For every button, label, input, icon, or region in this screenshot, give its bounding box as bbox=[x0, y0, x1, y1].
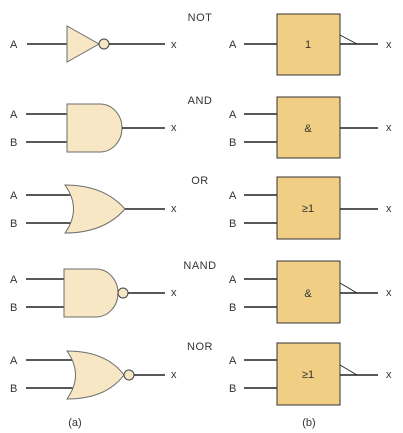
input-label-b: B bbox=[229, 218, 236, 230]
ansi-nand-gate: A B x bbox=[10, 268, 177, 318]
row-nand: NAND A B x A B & x bbox=[10, 260, 392, 324]
iec-or-gate: A B ≥1 x bbox=[229, 176, 392, 240]
title-not: NOT bbox=[188, 12, 213, 24]
iec-symbol: ≥1 bbox=[302, 203, 314, 215]
row-nor: NOR A B x A B ≥1 x bbox=[10, 341, 392, 406]
output-label: x bbox=[171, 122, 177, 134]
caption-left: (a) bbox=[68, 417, 81, 429]
input-label-b: B bbox=[229, 137, 236, 149]
ansi-not-gate: A x bbox=[10, 25, 177, 63]
nor-body bbox=[66, 350, 125, 400]
iec-nand-gate: A B & x bbox=[229, 260, 392, 324]
ansi-or-gate: A B x bbox=[10, 184, 177, 234]
title-nand: NAND bbox=[183, 260, 216, 272]
iec-nor-gate: A B ≥1 x bbox=[229, 342, 392, 406]
output-label: x bbox=[171, 369, 177, 381]
input-label-a: A bbox=[10, 355, 18, 367]
ansi-and-gate: A B x bbox=[10, 103, 177, 153]
title-or: OR bbox=[191, 175, 209, 187]
inversion-bubble bbox=[117, 287, 129, 299]
iec-not-gate: A 1 x bbox=[229, 13, 392, 76]
output-label: x bbox=[386, 369, 392, 381]
input-label-a: A bbox=[229, 109, 237, 121]
output-label: x bbox=[386, 203, 392, 215]
and-body bbox=[66, 103, 123, 153]
input-label-b: B bbox=[229, 302, 236, 314]
inversion-bubble bbox=[123, 369, 135, 381]
input-label-a: A bbox=[10, 109, 18, 121]
input-label-a: A bbox=[10, 274, 18, 286]
title-and: AND bbox=[188, 95, 213, 107]
input-label-b: B bbox=[10, 218, 17, 230]
inversion-flag bbox=[339, 282, 358, 294]
row-not: NOT A x A 1 x bbox=[10, 12, 392, 76]
input-label-b: B bbox=[229, 383, 236, 395]
row-and: AND A B x A B & x bbox=[10, 95, 392, 159]
inversion-flag bbox=[339, 364, 358, 376]
iec-box bbox=[276, 342, 341, 406]
title-nor: NOR bbox=[187, 341, 213, 353]
input-label-a: A bbox=[229, 355, 237, 367]
caption-right: (b) bbox=[302, 417, 315, 429]
iec-symbol: & bbox=[304, 123, 312, 135]
output-label: x bbox=[386, 287, 392, 299]
iec-symbol: 1 bbox=[305, 39, 311, 51]
or-body bbox=[64, 184, 126, 234]
iec-box bbox=[276, 13, 341, 76]
output-label: x bbox=[171, 203, 177, 215]
row-or: OR A B x A B ≥1 x bbox=[10, 175, 392, 240]
output-label: x bbox=[386, 122, 392, 134]
output-label: x bbox=[386, 39, 392, 51]
inversion-bubble bbox=[98, 38, 110, 50]
iec-box bbox=[276, 260, 341, 324]
output-label: x bbox=[171, 39, 177, 51]
input-label-a: A bbox=[229, 39, 237, 51]
input-label-b: B bbox=[10, 137, 17, 149]
iec-symbol: ≥1 bbox=[302, 369, 314, 381]
output-label: x bbox=[171, 287, 177, 299]
input-label-a: A bbox=[229, 190, 237, 202]
iec-symbol: & bbox=[304, 288, 312, 300]
not-triangle bbox=[66, 25, 101, 63]
iec-box bbox=[276, 96, 341, 159]
inversion-flag bbox=[339, 34, 358, 45]
ansi-nor-gate: A B x bbox=[10, 350, 177, 400]
input-label-a: A bbox=[10, 190, 18, 202]
nand-body bbox=[63, 268, 119, 318]
input-label-b: B bbox=[10, 383, 17, 395]
input-label-b: B bbox=[10, 302, 17, 314]
input-label-a: A bbox=[10, 39, 18, 51]
iec-and-gate: A B & x bbox=[229, 96, 392, 159]
input-label-a: A bbox=[229, 274, 237, 286]
iec-box bbox=[276, 176, 341, 240]
